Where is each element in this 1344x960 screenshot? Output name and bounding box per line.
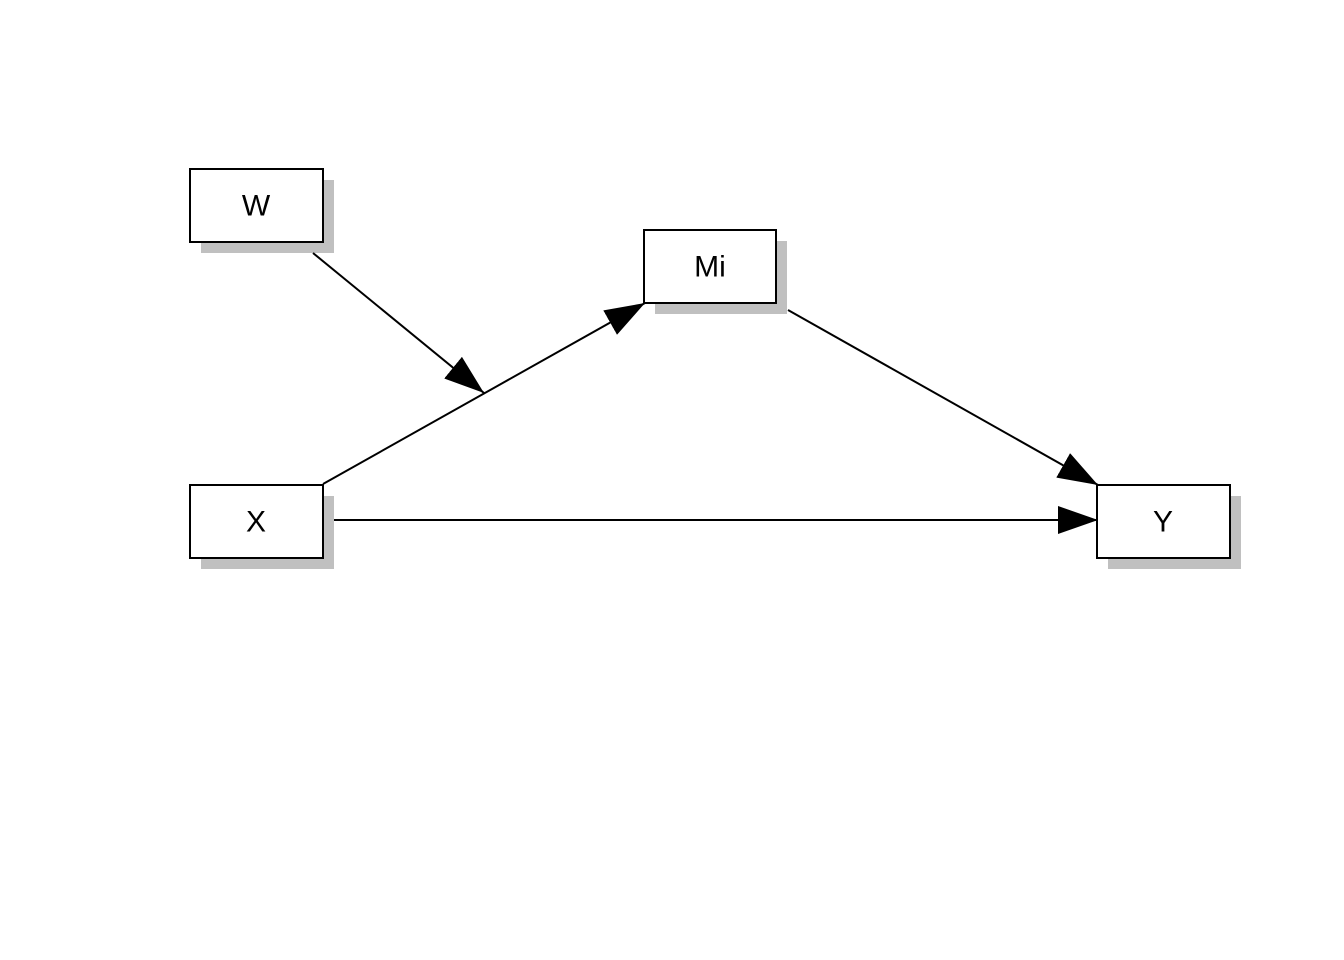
node-y-label: Y bbox=[1153, 506, 1173, 539]
node-y: Y bbox=[1096, 484, 1231, 559]
node-x: X bbox=[189, 484, 324, 559]
node-w: W bbox=[189, 168, 324, 243]
node-x-box bbox=[189, 484, 324, 559]
node-mi: Mi bbox=[643, 229, 777, 304]
edge-x-to-mi bbox=[322, 302, 646, 485]
node-mi-box bbox=[643, 229, 777, 304]
edge-w-to-path bbox=[312, 252, 485, 394]
node-x-label: X bbox=[246, 506, 266, 539]
node-y-box bbox=[1096, 484, 1231, 559]
node-mi-label: Mi bbox=[694, 251, 726, 284]
edge-mi-to-y bbox=[787, 309, 1099, 486]
node-w-label: W bbox=[242, 190, 271, 223]
node-w-box bbox=[189, 168, 324, 243]
